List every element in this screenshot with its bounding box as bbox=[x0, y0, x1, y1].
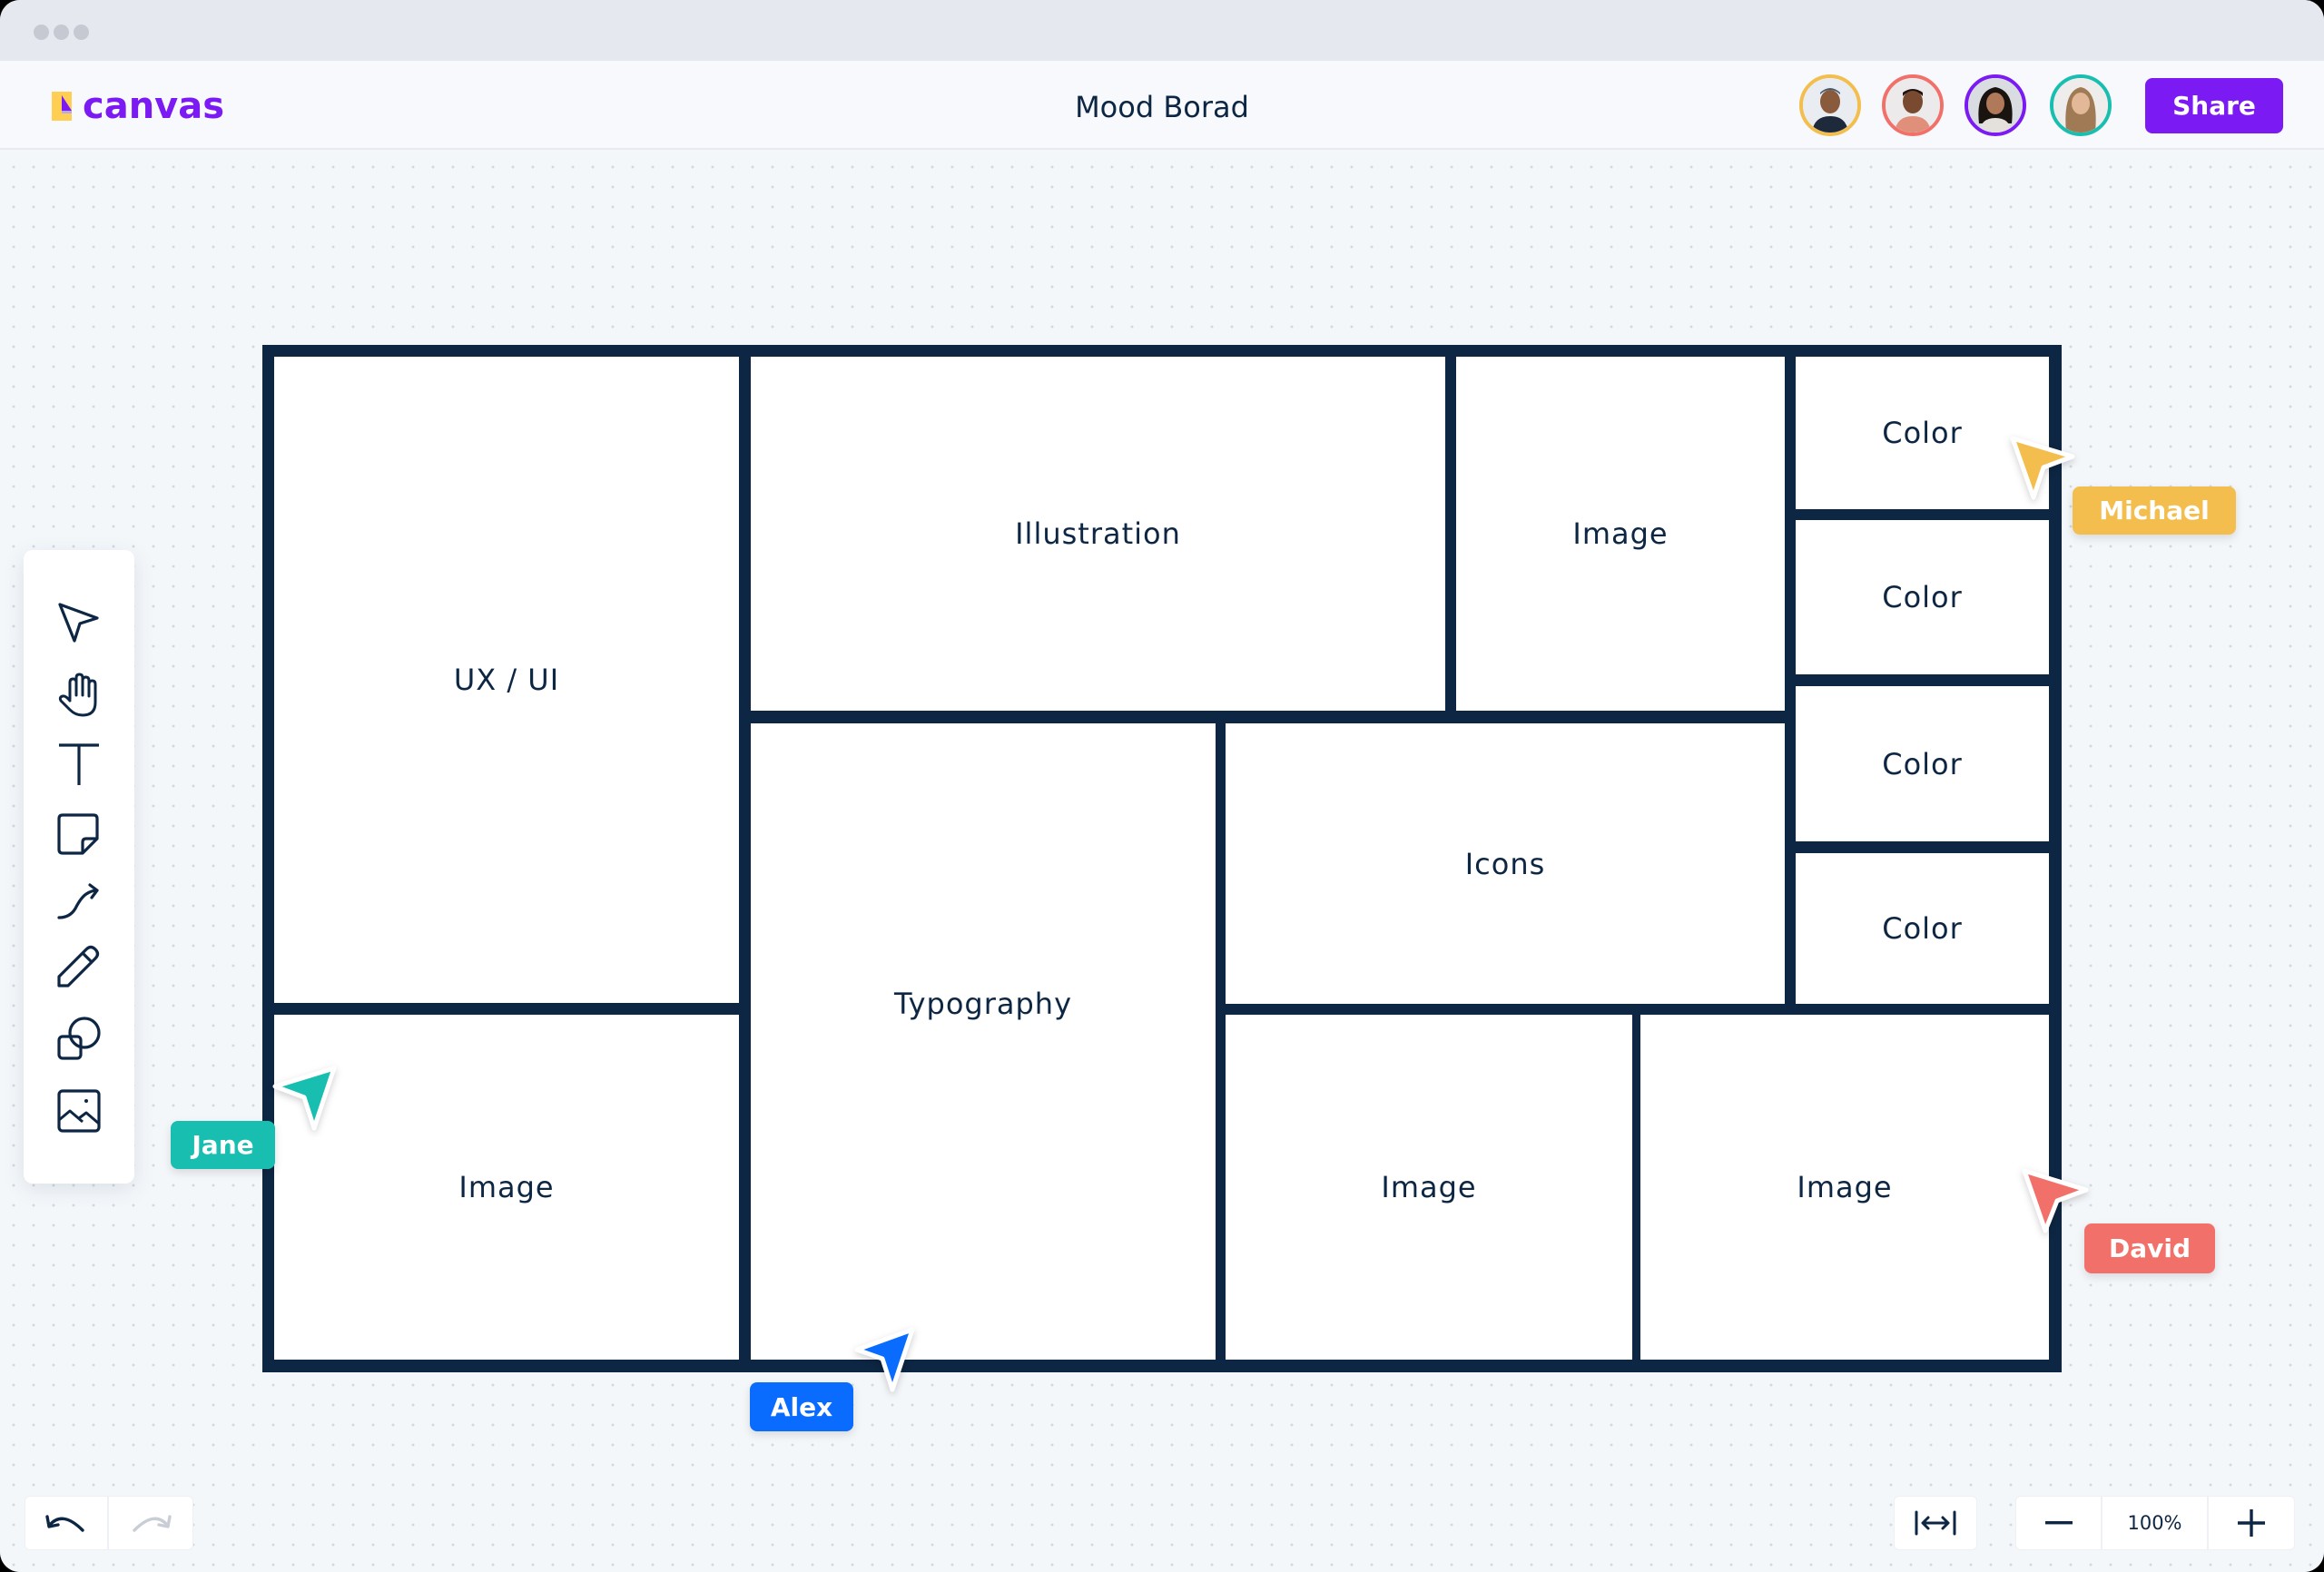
board-cell-color[interactable]: Color bbox=[1796, 357, 2049, 509]
fit-to-screen-control bbox=[1894, 1496, 1977, 1550]
cell-label: Color bbox=[1882, 911, 1963, 946]
window-titlebar bbox=[0, 0, 2324, 61]
zoom-controls: 100% bbox=[2015, 1496, 2295, 1550]
board-cell-typography[interactable]: Typography bbox=[751, 723, 1216, 1360]
tool-sticky-note[interactable] bbox=[52, 808, 106, 862]
tool-palette bbox=[24, 550, 134, 1184]
person-avatar-icon bbox=[1886, 78, 1940, 133]
tool-text[interactable] bbox=[52, 738, 106, 792]
zoom-out-button[interactable] bbox=[2016, 1497, 2102, 1549]
collaborator-cursor-david bbox=[2022, 1168, 2089, 1233]
cell-label: Image bbox=[458, 1170, 555, 1204]
cursor-arrow-icon bbox=[58, 603, 99, 643]
cursor-label-jane: Jane bbox=[171, 1121, 275, 1169]
board-cell-image[interactable]: Image bbox=[274, 1015, 739, 1360]
collaborator-avatar[interactable] bbox=[1965, 74, 2026, 136]
collaborator-avatar[interactable] bbox=[1799, 74, 1861, 136]
share-button[interactable]: Share bbox=[2145, 78, 2283, 133]
window-maximize-dot[interactable] bbox=[74, 25, 89, 40]
cursor-label-alex: Alex bbox=[750, 1382, 853, 1431]
board-cell-color[interactable]: Color bbox=[1796, 853, 2049, 1004]
board-cell-image[interactable]: Image bbox=[1456, 357, 1785, 711]
document-title[interactable]: Mood Borad bbox=[1075, 90, 1249, 124]
fit-to-screen-button[interactable] bbox=[1895, 1497, 1976, 1549]
cell-label: Image bbox=[1572, 516, 1669, 551]
person-avatar-icon bbox=[2053, 78, 2108, 133]
cell-label: Icons bbox=[1464, 846, 1546, 881]
minus-icon bbox=[2044, 1521, 2073, 1525]
zoom-level[interactable]: 100% bbox=[2102, 1497, 2209, 1549]
cell-label: Image bbox=[1381, 1170, 1477, 1204]
window-close-dot[interactable] bbox=[34, 25, 49, 40]
text-icon bbox=[59, 743, 99, 785]
plus-icon bbox=[2238, 1509, 2265, 1537]
redo-button[interactable] bbox=[109, 1497, 192, 1549]
connector-arrow-icon bbox=[57, 883, 99, 919]
collaborator-cursor-jane bbox=[272, 1066, 337, 1131]
cursor-label-david: David bbox=[2084, 1223, 2215, 1273]
board-cell-color[interactable]: Color bbox=[1796, 686, 2049, 841]
logo-text: canvas bbox=[83, 85, 225, 127]
tool-pencil[interactable] bbox=[52, 938, 106, 993]
history-controls bbox=[25, 1496, 193, 1550]
fit-width-icon bbox=[1915, 1510, 1956, 1536]
shapes-icon bbox=[57, 1017, 101, 1060]
zoom-in-button[interactable] bbox=[2209, 1497, 2294, 1549]
tool-image[interactable] bbox=[52, 1084, 106, 1138]
board-cell-color[interactable]: Color bbox=[1796, 520, 2049, 674]
zoom-level-value: 100% bbox=[2127, 1512, 2182, 1534]
cell-label: Typography bbox=[894, 987, 1072, 1021]
tool-connector[interactable] bbox=[52, 874, 106, 928]
tool-select[interactable] bbox=[52, 595, 106, 650]
board-cell-icons[interactable]: Icons bbox=[1226, 723, 1785, 1004]
redo-icon bbox=[133, 1515, 172, 1532]
cell-label: UX / UI bbox=[453, 663, 560, 697]
collaborator-cursor-michael bbox=[2010, 436, 2075, 500]
undo-icon bbox=[45, 1515, 84, 1532]
sticky-note-icon bbox=[57, 813, 99, 855]
image-icon bbox=[57, 1089, 101, 1133]
tool-hand[interactable] bbox=[52, 668, 106, 722]
collaborator-avatar[interactable] bbox=[2050, 74, 2112, 136]
cell-label: Illustration bbox=[1015, 516, 1181, 551]
undo-button[interactable] bbox=[25, 1497, 110, 1549]
cell-label: Color bbox=[1882, 416, 1963, 450]
board-cell-ux-ui[interactable]: UX / UI bbox=[274, 357, 739, 1003]
cursor-label-michael: Michael bbox=[2073, 486, 2236, 535]
logo-mark-icon bbox=[52, 92, 72, 121]
hand-icon bbox=[58, 673, 97, 717]
collaborator-cursor-alex bbox=[854, 1327, 915, 1392]
tool-shapes[interactable] bbox=[52, 1011, 106, 1066]
mood-board-frame[interactable]: UX / UI Illustration Image Color Color C… bbox=[262, 345, 2062, 1372]
board-cell-illustration[interactable]: Illustration bbox=[751, 357, 1445, 711]
cell-label: Image bbox=[1797, 1170, 1893, 1204]
cell-label: Color bbox=[1882, 580, 1963, 614]
app-header: canvas Mood Borad bbox=[0, 61, 2324, 150]
person-avatar-icon bbox=[1968, 78, 2023, 133]
board-cell-image[interactable]: Image bbox=[1226, 1015, 1632, 1360]
pencil-icon bbox=[57, 945, 100, 987]
window-minimize-dot[interactable] bbox=[54, 25, 69, 40]
cell-label: Color bbox=[1882, 746, 1963, 781]
person-avatar-icon bbox=[1803, 78, 1857, 133]
logo[interactable]: canvas bbox=[52, 84, 224, 128]
collaborator-avatar[interactable] bbox=[1882, 74, 1944, 136]
board-cell-image[interactable]: Image bbox=[1640, 1015, 2049, 1360]
